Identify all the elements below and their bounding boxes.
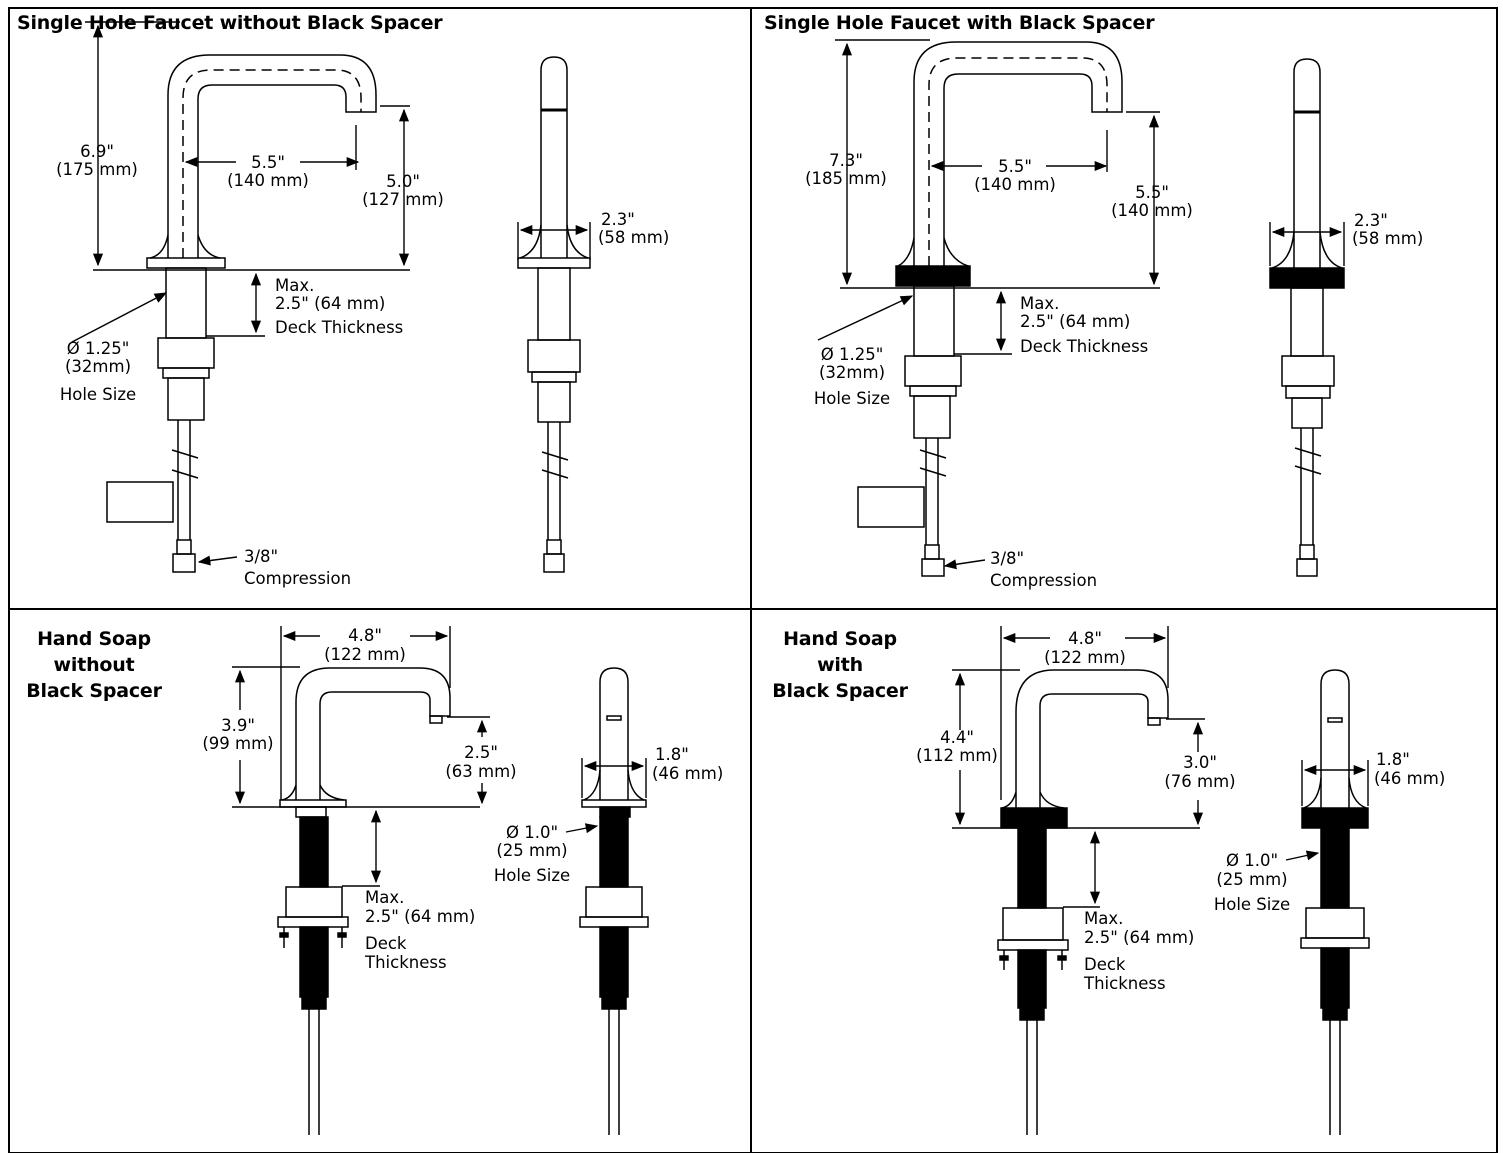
soap-without-title-line3: Black Spacer [26,680,162,702]
faucet-with-spacer-side-view [857,41,1123,577]
tl-compression-line2: Compression [244,569,351,588]
panel-title-soap-without-spacer: Hand Soap without Black Spacer [14,628,174,702]
tr-deck-line1: Max. [1020,294,1059,313]
tr-spout-in: 5.5" [1135,183,1169,202]
bl-front-dimension [565,758,647,834]
panel-title-faucet-without-spacer: Single Hole Faucet without Black Spacer [17,12,443,34]
soap-without-title-line2: without [53,654,135,676]
bl-labels: 4.8" (122 mm) 3.9" (99 mm) 2.5" (63 mm) … [202,626,516,972]
br-dimensions [952,626,1205,908]
tr-deck-line3: Deck Thickness [1020,337,1148,356]
bl-dimensions [232,626,490,887]
tr-compression-line1: 3/8" [990,549,1024,568]
faucet-with-spacer-front-view [1269,58,1345,577]
bl-spout-in: 2.5" [464,743,498,762]
bl-hole-line1: Ø 1.0" [506,823,558,842]
bl-base-mm: (46 mm) [652,764,723,783]
soap-with-title-line1: Hand Soap [783,628,897,650]
tr-hole-line1: Ø 1.25" [821,345,884,364]
tr-spout-mm: (140 mm) [1111,201,1193,220]
tl-hole-line1: Ø 1.25" [67,339,130,358]
panel-title-soap-with-spacer: Hand Soap with Black Spacer [760,628,920,702]
tl-deck-line1: Max. [275,276,314,295]
tr-compression-line2: Compression [990,571,1097,590]
tl-dimensions [71,21,410,566]
soap-with-spacer-front-view [1300,669,1370,1135]
bl-hole-line2: (25 mm) [496,841,567,860]
tl-base-mm: (58 mm) [598,228,669,247]
tr-front-dimension [1269,222,1345,266]
tr-reach-in: 5.5" [998,157,1032,176]
tr-base-mm: (58 mm) [1352,229,1423,248]
br-hole-line1: Ø 1.0" [1226,851,1278,870]
tl-spout-in: 5.0" [386,172,420,191]
bl-reach-in: 4.8" [348,626,382,645]
tl-compression-line1: 3/8" [244,547,278,566]
tl-front-dimension [517,222,591,260]
bl-base-in: 1.8" [655,745,689,764]
tr-hole-line2: (32mm) [819,363,885,382]
bl-deck-line3: Deck [365,934,407,953]
tl-reach-in: 5.5" [251,153,285,172]
br-height-in: 4.4" [940,728,974,747]
br-deck-line3: Deck [1084,955,1126,974]
tl-spout-mm: (127 mm) [362,190,444,209]
tl-height-mm: (175 mm) [56,160,138,179]
bl-height-mm: (99 mm) [202,734,273,753]
br-base-mm: (46 mm) [1374,769,1445,788]
br-reach-mm: (122 mm) [1044,648,1126,667]
br-deck-line1: Max. [1084,909,1123,928]
br-base-in: 1.8" [1376,750,1410,769]
br-reach-in: 4.8" [1068,629,1102,648]
br-deck-line2: 2.5" (64 mm) [1084,928,1194,947]
bl-height-in: 3.9" [221,716,255,735]
tr-hole-line3: Hole Size [814,389,890,408]
tl-hole-line3: Hole Size [60,385,136,404]
soap-with-title-line2: with [817,654,863,676]
soap-without-spacer-front-view [579,667,649,1135]
faucet-without-spacer-front-view [517,56,591,573]
tr-base-in: 2.3" [1354,211,1388,230]
tl-base-in: 2.3" [601,210,635,229]
br-hole-line3: Hole Size [1214,895,1290,914]
soap-without-spacer-side-view [277,667,451,1135]
tl-height-in: 6.9" [80,142,114,161]
tr-height-mm: (185 mm) [805,169,887,188]
tr-height-in: 7.3" [829,151,863,170]
br-labels: 4.8" (122 mm) 4.4" (112 mm) 3.0" (76 mm)… [916,629,1236,993]
soap-without-title-line1: Hand Soap [37,628,151,650]
bl-deck-line4: Thickness [364,953,447,972]
tr-dimensions [817,39,1160,570]
br-spout-mm: (76 mm) [1164,772,1235,791]
tl-deck-line2: 2.5" (64 mm) [275,294,385,313]
tl-hole-line2: (32mm) [65,357,131,376]
tr-reach-mm: (140 mm) [974,175,1056,194]
tl-deck-line3: Deck Thickness [275,318,403,337]
faucet-without-spacer-side-view [106,54,377,573]
bl-deck-line2: 2.5" (64 mm) [365,907,475,926]
bl-deck-line1: Max. [365,888,404,907]
tr-deck-line2: 2.5" (64 mm) [1020,312,1130,331]
panel-title-faucet-with-spacer: Single Hole Faucet with Black Spacer [764,12,1155,34]
soap-with-title-line3: Black Spacer [772,680,908,702]
soap-with-spacer-side-view [997,669,1169,1135]
br-front-dimension [1285,760,1369,861]
br-spout-in: 3.0" [1183,753,1217,772]
br-hole-line2: (25 mm) [1216,870,1287,889]
br-height-mm: (112 mm) [916,746,998,765]
bl-hole-line3: Hole Size [494,866,570,885]
tl-reach-mm: (140 mm) [227,171,309,190]
tl-labels: 6.9" (175 mm) 5.5" (140 mm) 5.0" (127 mm… [56,142,444,588]
bl-spout-mm: (63 mm) [445,762,516,781]
tr-labels: 7.3" (185 mm) 5.5" (140 mm) 5.5" (140 mm… [805,151,1193,590]
bl-reach-mm: (122 mm) [324,645,406,664]
br-deck-line4: Thickness [1083,974,1166,993]
